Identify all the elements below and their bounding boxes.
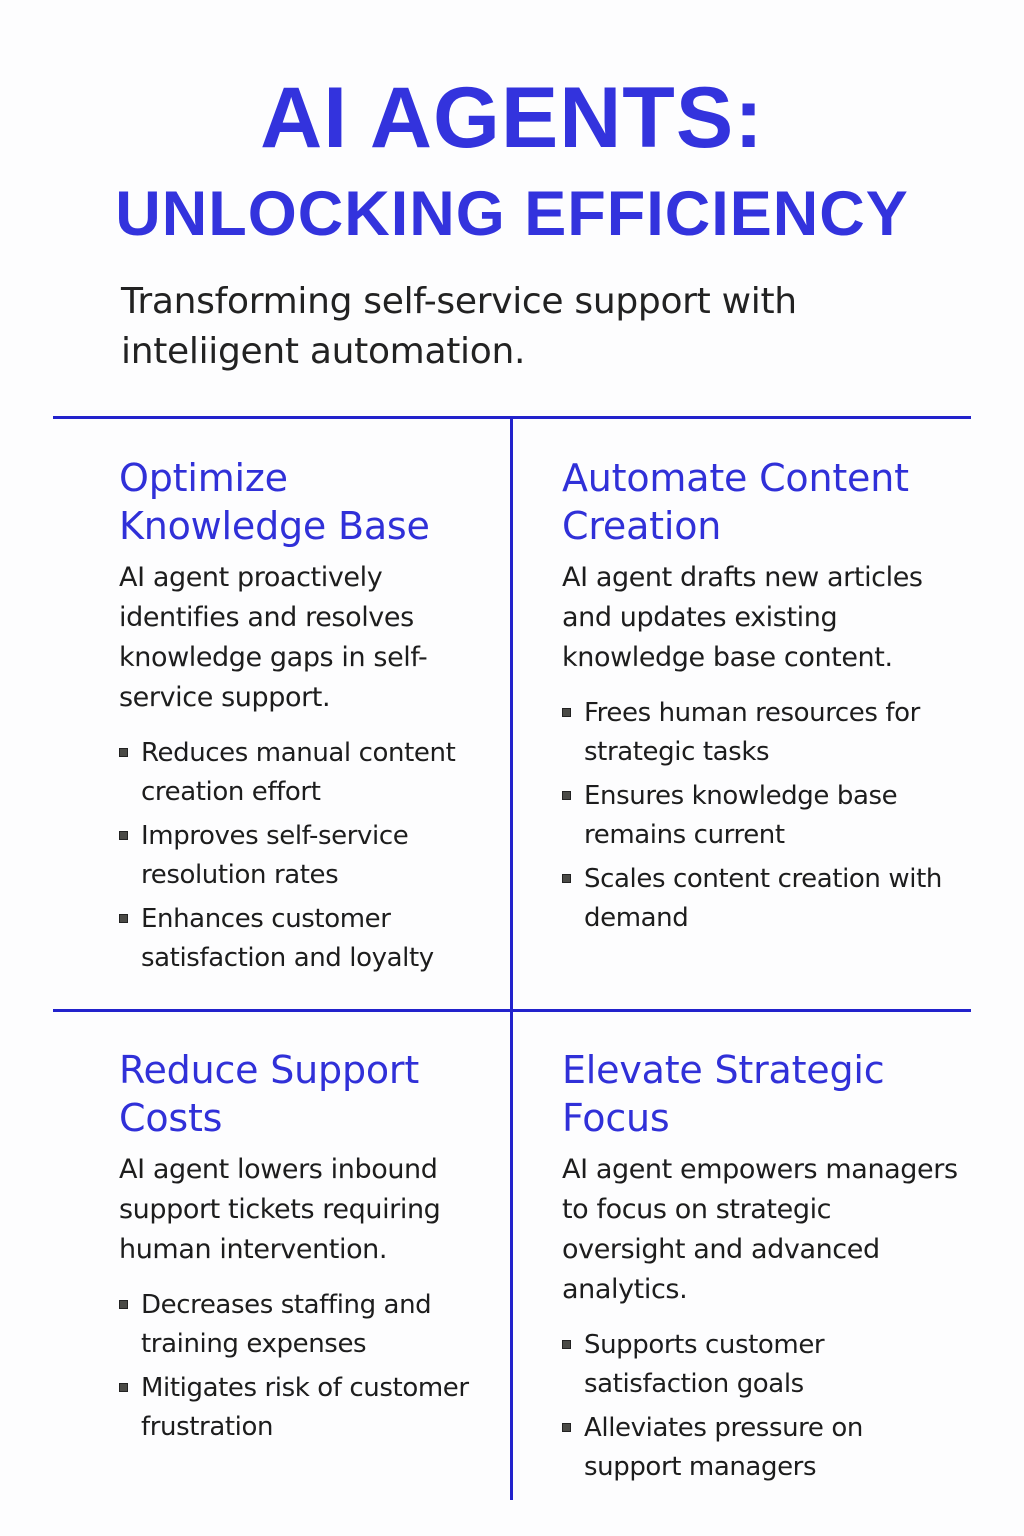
list-item: Enhances customer satisfaction and loyal… [119, 900, 499, 977]
quadrant-description: AI agent drafts new articles and updates… [562, 562, 923, 673]
square-bullet-icon [119, 914, 128, 923]
benefit-list: Reduces manual content creation effort I… [119, 734, 499, 977]
list-item: Scales content creation with demand [562, 860, 962, 937]
square-bullet-icon [119, 1383, 128, 1392]
benefit-list: Decreases staffing and training expenses… [119, 1286, 499, 1446]
square-bullet-icon [119, 748, 128, 757]
list-item-text: Supports customer satisfaction goals [584, 1330, 825, 1399]
page-title: AI AGENTS: [260, 70, 764, 166]
square-bullet-icon [562, 874, 571, 883]
quadrant-title: Automate Content Creation [562, 456, 909, 548]
square-bullet-icon [562, 1423, 571, 1432]
square-bullet-icon [562, 708, 571, 717]
list-item: Supports customer satisfaction goals [562, 1326, 962, 1403]
list-item-text: Alleviates pressure on support managers [584, 1413, 863, 1482]
list-item-text: Mitigates risk of customer frustration [141, 1373, 469, 1442]
page-subtitle-heading: UNLOCKING EFFICIENCY [115, 179, 909, 249]
quadrant-description: AI agent proactively identifies and reso… [119, 562, 428, 713]
center-divider [510, 416, 513, 1500]
list-item-text: Decreases staffing and training expenses [141, 1290, 432, 1359]
list-item: Reduces manual content creation effort [119, 734, 499, 811]
list-item-text: Ensures knowledge base remains current [584, 781, 898, 850]
benefit-list: Frees human resources for strategic task… [562, 694, 962, 937]
quadrant-title: Reduce Support Costs [119, 1048, 420, 1140]
list-item: Improves self-service resolution rates [119, 817, 499, 894]
quadrant-title: Elevate Strategic Focus [562, 1048, 885, 1140]
quadrant-elevate-strategic-focus: Elevate Strategic Focus AI agent empower… [562, 1046, 962, 1492]
list-item-text: Frees human resources for strategic task… [584, 698, 920, 767]
list-item-text: Enhances customer satisfaction and loyal… [141, 904, 434, 973]
square-bullet-icon [119, 831, 128, 840]
tagline: Transforming self-service support with i… [121, 281, 797, 372]
square-bullet-icon [562, 1340, 571, 1349]
list-item-text: Scales content creation with demand [584, 864, 942, 933]
list-item-text: Reduces manual content creation effort [141, 738, 456, 807]
list-item: Mitigates risk of customer frustration [119, 1369, 499, 1446]
list-item: Frees human resources for strategic task… [562, 694, 962, 771]
square-bullet-icon [562, 791, 571, 800]
list-item: Decreases staffing and training expenses [119, 1286, 499, 1363]
list-item-text: Improves self-service resolution rates [141, 821, 409, 890]
list-item: Alleviates pressure on support managers [562, 1409, 962, 1486]
quadrant-automate-content-creation: Automate Content Creation AI agent draft… [562, 454, 962, 943]
quadrant-title: Optimize Knowledge Base [119, 456, 430, 548]
quadrant-description: AI agent empowers managers to focus on s… [562, 1154, 958, 1305]
quadrant-reduce-support-costs: Reduce Support Costs AI agent lowers inb… [119, 1046, 499, 1452]
quadrant-optimize-knowledge-base: Optimize Knowledge Base AI agent proacti… [119, 454, 499, 983]
benefit-list: Supports customer satisfaction goals All… [562, 1326, 962, 1486]
list-item: Ensures knowledge base remains current [562, 777, 962, 854]
square-bullet-icon [119, 1300, 128, 1309]
quadrant-description: AI agent lowers inbound support tickets … [119, 1154, 441, 1265]
